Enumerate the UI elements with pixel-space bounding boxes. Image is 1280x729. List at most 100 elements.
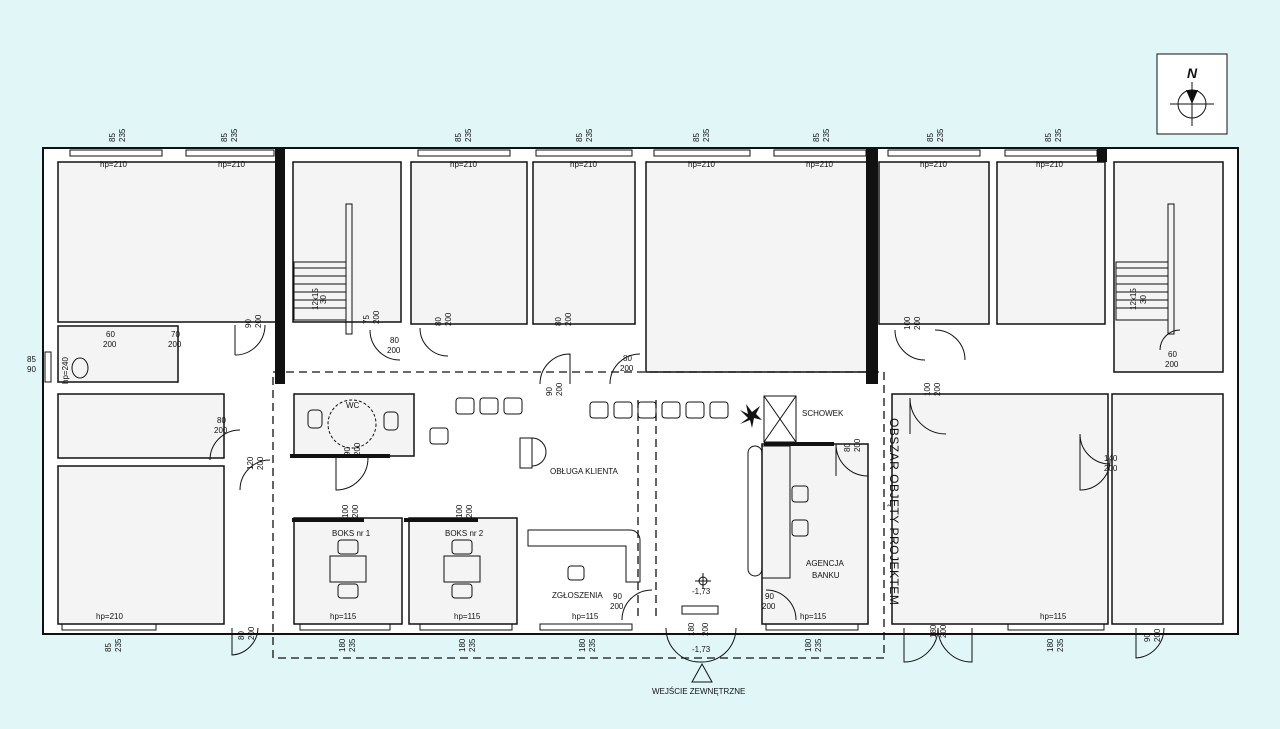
- svg-text:180: 180: [578, 638, 587, 652]
- project-area-boundary: [272, 371, 885, 659]
- svg-text:180: 180: [687, 622, 696, 636]
- svg-text:80: 80: [390, 336, 399, 345]
- compass: N: [1156, 53, 1228, 135]
- svg-text:75: 75: [362, 315, 371, 324]
- svg-text:hp=115: hp=115: [454, 612, 481, 621]
- corridor-dashes: [637, 400, 657, 620]
- booth-desks: [329, 539, 481, 599]
- svg-text:200: 200: [913, 316, 922, 330]
- svg-text:80: 80: [217, 416, 226, 425]
- svg-text:200: 200: [762, 602, 776, 611]
- svg-text:hp=210: hp=210: [806, 160, 833, 169]
- svg-text:200: 200: [620, 364, 634, 373]
- svg-text:200: 200: [564, 312, 573, 326]
- svg-text:200: 200: [1153, 628, 1162, 642]
- svg-text:100: 100: [923, 382, 932, 396]
- room-label-boks2: BOKS nr 2: [445, 529, 484, 538]
- entrance-marker: [681, 573, 719, 683]
- svg-text:235: 235: [1056, 638, 1065, 652]
- svg-text:235: 235: [348, 638, 357, 652]
- svg-text:200: 200: [387, 346, 401, 355]
- room-label-obsluga: OBŁUGA KLIENTA: [550, 467, 619, 476]
- svg-text:200: 200: [168, 340, 182, 349]
- room-label-zgloszenia: ZGŁOSZENIA: [552, 591, 603, 600]
- svg-text:hp=210: hp=210: [920, 160, 947, 169]
- svg-text:90: 90: [343, 447, 352, 456]
- hp-labels: hp=210 hp=210 hp=210 hp=210 hp=210 hp=21…: [96, 160, 1067, 621]
- svg-text:hp=210: hp=210: [96, 612, 123, 621]
- bottom-window-dims: 85 235 180 235 180 235 180 235 180 235 1…: [104, 638, 1065, 652]
- svg-text:85: 85: [108, 133, 117, 142]
- svg-text:12x15: 12x15: [311, 288, 320, 310]
- svg-text:hp=210: hp=210: [450, 160, 477, 169]
- svg-text:200: 200: [444, 312, 453, 326]
- room-label-schowek: SCHOWEK: [802, 409, 844, 418]
- svg-text:200: 200: [853, 438, 862, 452]
- svg-text:200: 200: [1165, 360, 1179, 369]
- svg-text:80: 80: [843, 443, 852, 452]
- svg-text:hp=115: hp=115: [1040, 612, 1067, 621]
- svg-text:100: 100: [455, 504, 464, 518]
- svg-text:100: 100: [341, 504, 350, 518]
- svg-text:hp=240: hp=240: [61, 357, 70, 384]
- svg-text:80: 80: [237, 631, 246, 640]
- svg-text:200: 200: [351, 504, 360, 518]
- north-label: N: [1187, 65, 1198, 81]
- staircase-left: [293, 203, 353, 335]
- door-dims: 90 200 75 200 80 200 80 200 100 200 100 …: [27, 288, 1179, 642]
- svg-text:200: 200: [701, 622, 710, 636]
- svg-text:90: 90: [545, 387, 554, 396]
- svg-text:235: 235: [588, 638, 597, 652]
- svg-text:85: 85: [104, 643, 113, 652]
- svg-text:235: 235: [230, 128, 239, 142]
- svg-text:hp=115: hp=115: [330, 612, 357, 621]
- svg-text:180: 180: [929, 624, 938, 638]
- svg-text:85: 85: [692, 133, 701, 142]
- svg-text:90: 90: [244, 319, 253, 328]
- svg-text:200: 200: [353, 442, 362, 456]
- svg-text:180: 180: [804, 638, 813, 652]
- svg-text:85: 85: [812, 133, 821, 142]
- svg-text:200: 200: [372, 310, 381, 324]
- room-label-banku: BANKU: [812, 571, 840, 580]
- svg-text:30: 30: [1139, 295, 1148, 304]
- svg-text:hp=210: hp=210: [218, 160, 245, 169]
- svg-text:200: 200: [256, 456, 265, 470]
- rooms: [57, 161, 1224, 625]
- svg-text:180: 180: [338, 638, 347, 652]
- svg-text:hp=210: hp=210: [100, 160, 127, 169]
- svg-text:235: 235: [585, 128, 594, 142]
- svg-text:80: 80: [623, 354, 632, 363]
- plant-icon: [740, 404, 762, 428]
- svg-text:200: 200: [1104, 464, 1118, 473]
- svg-text:85: 85: [454, 133, 463, 142]
- svg-text:hp=115: hp=115: [572, 612, 599, 621]
- svg-text:200: 200: [214, 426, 228, 435]
- svg-text:90: 90: [27, 365, 36, 374]
- svg-text:200: 200: [465, 504, 474, 518]
- svg-text:180: 180: [458, 638, 467, 652]
- room-label-wc: WC: [346, 401, 360, 410]
- svg-text:235: 235: [936, 128, 945, 142]
- room-label-boks1: BOKS nr 1: [332, 529, 371, 538]
- entrance-label: WEJŚCIE ZEWNĘTRZNE: [652, 687, 745, 696]
- svg-text:80: 80: [554, 317, 563, 326]
- svg-text:200: 200: [933, 382, 942, 396]
- top-windows: [69, 149, 1098, 157]
- svg-text:85: 85: [220, 133, 229, 142]
- svg-text:235: 235: [814, 638, 823, 652]
- svg-text:235: 235: [464, 128, 473, 142]
- svg-text:200: 200: [103, 340, 117, 349]
- svg-text:30: 30: [319, 295, 328, 304]
- level-bottom: -1,73: [692, 645, 711, 654]
- svg-text:200: 200: [555, 382, 564, 396]
- svg-text:235: 235: [702, 128, 711, 142]
- svg-text:200: 200: [939, 624, 948, 638]
- svg-text:235: 235: [822, 128, 831, 142]
- svg-text:85: 85: [575, 133, 584, 142]
- schowek-cross: [763, 395, 797, 443]
- svg-text:85: 85: [27, 355, 36, 364]
- room-label-agencja: AGENCJA: [806, 559, 844, 568]
- svg-text:235: 235: [114, 638, 123, 652]
- svg-text:hp=210: hp=210: [688, 160, 715, 169]
